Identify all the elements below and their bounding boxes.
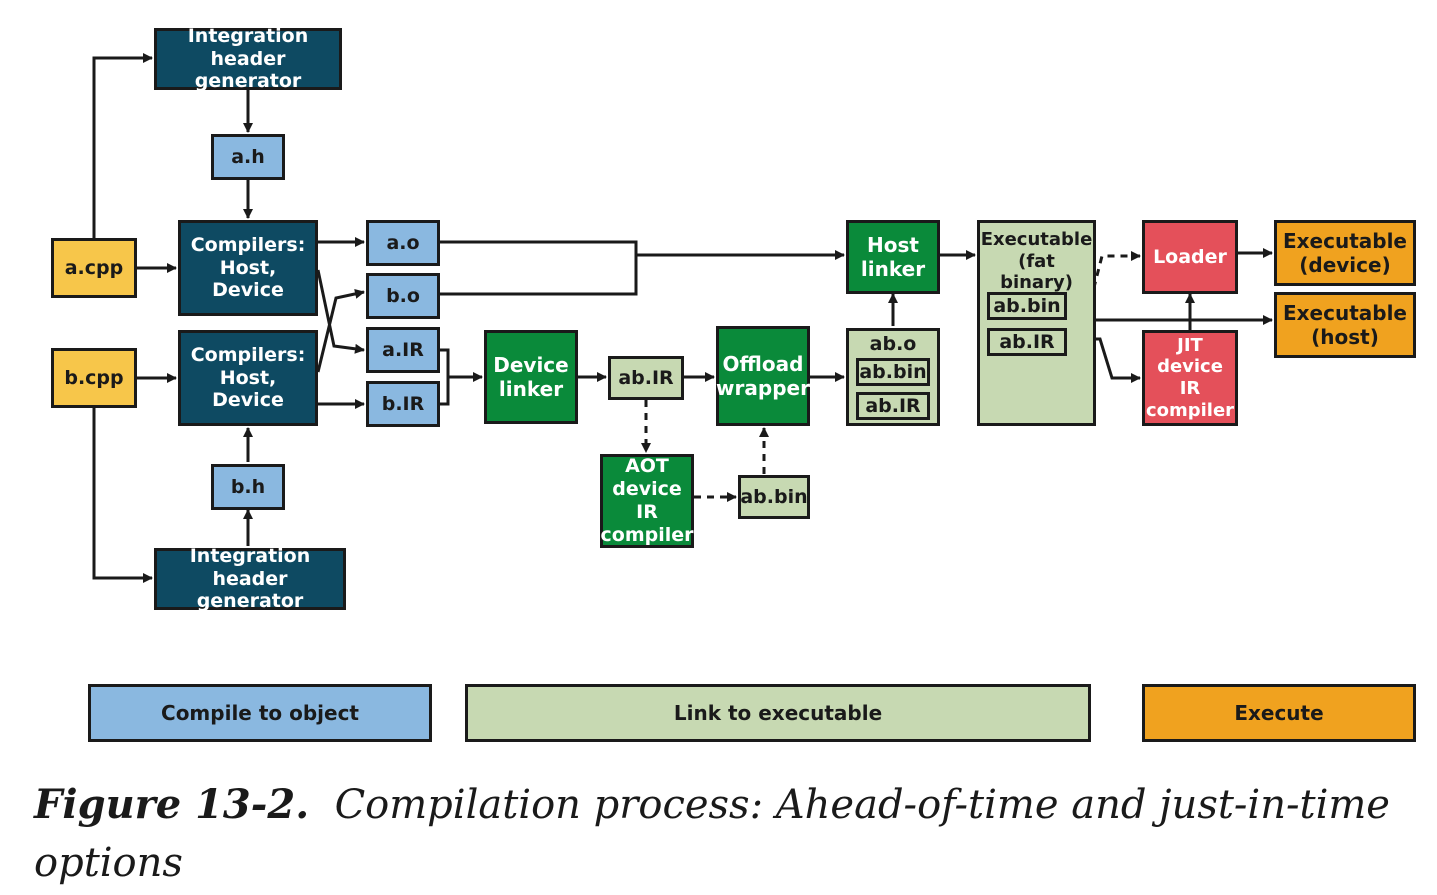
a-cpp-file: a.cpp bbox=[51, 238, 137, 298]
legend-link-to-executable: Link to executable bbox=[465, 684, 1091, 742]
figure-label: Figure 13-2. bbox=[34, 781, 310, 828]
edge-acpp-integ-top bbox=[92, 53, 153, 240]
integration-header-generator-top: Integration header generator bbox=[154, 25, 342, 92]
b-ir-file: b.IR bbox=[366, 381, 440, 427]
executable-ab-bin: ab.bin bbox=[987, 292, 1067, 320]
ab-ir-intermediate: ab.IR bbox=[608, 356, 684, 400]
offload-wrapper: Offload wrapper bbox=[716, 326, 810, 426]
a-o-file: a.o bbox=[366, 220, 440, 266]
figure-caption: Figure 13-2. Compilation process: Ahead-… bbox=[34, 776, 1414, 892]
ab-bin-intermediate: ab.bin bbox=[738, 475, 810, 519]
legend-execute: Execute bbox=[1142, 684, 1416, 742]
device-linker: Device linker bbox=[484, 330, 578, 424]
edge-exebin-loader bbox=[1066, 251, 1141, 305]
aot-device-ir-compiler: AOT device IR compiler bbox=[600, 454, 694, 548]
a-ir-file: a.IR bbox=[366, 327, 440, 373]
ab-o-label: ab.o bbox=[869, 333, 917, 355]
figure-caption-text: Compilation process: Ahead-of-time and j… bbox=[34, 782, 1390, 886]
edge-comp-bo bbox=[316, 288, 365, 373]
edge-comp-aIR bbox=[316, 269, 365, 354]
ab-o-ir: ab.IR bbox=[856, 392, 930, 420]
a-h-file: a.h bbox=[211, 134, 285, 180]
ab-o-container: ab.o ab.bin ab.IR bbox=[846, 328, 940, 426]
executable-label: Executable (fat binary) bbox=[980, 229, 1093, 294]
compilers-bottom: Compilers: Host, Device bbox=[178, 330, 318, 426]
b-o-file: b.o bbox=[366, 273, 440, 319]
edge-bcpp-integ-bot bbox=[92, 408, 153, 583]
integration-header-generator-bottom: Integration header generator bbox=[154, 545, 346, 612]
compilers-top: Compilers: Host, Device bbox=[178, 220, 318, 316]
legend-compile-to-object: Compile to object bbox=[88, 684, 432, 742]
executable-device: Executable (device) bbox=[1274, 220, 1416, 286]
edge-ao-host bbox=[440, 240, 638, 296]
edge-irs-device bbox=[440, 348, 450, 406]
host-linker: Host linker bbox=[846, 220, 940, 294]
ab-o-bin: ab.bin bbox=[856, 358, 930, 386]
executable-fat-binary: Executable (fat binary) ab.bin ab.IR bbox=[977, 220, 1096, 426]
b-h-file: b.h bbox=[211, 464, 285, 510]
executable-host: Executable (host) bbox=[1274, 292, 1416, 358]
b-cpp-file: b.cpp bbox=[51, 348, 137, 408]
jit-device-ir-compiler: JIT device IR compiler bbox=[1142, 330, 1238, 426]
executable-ab-ir: ab.IR bbox=[987, 328, 1067, 356]
loader: Loader bbox=[1142, 220, 1238, 294]
